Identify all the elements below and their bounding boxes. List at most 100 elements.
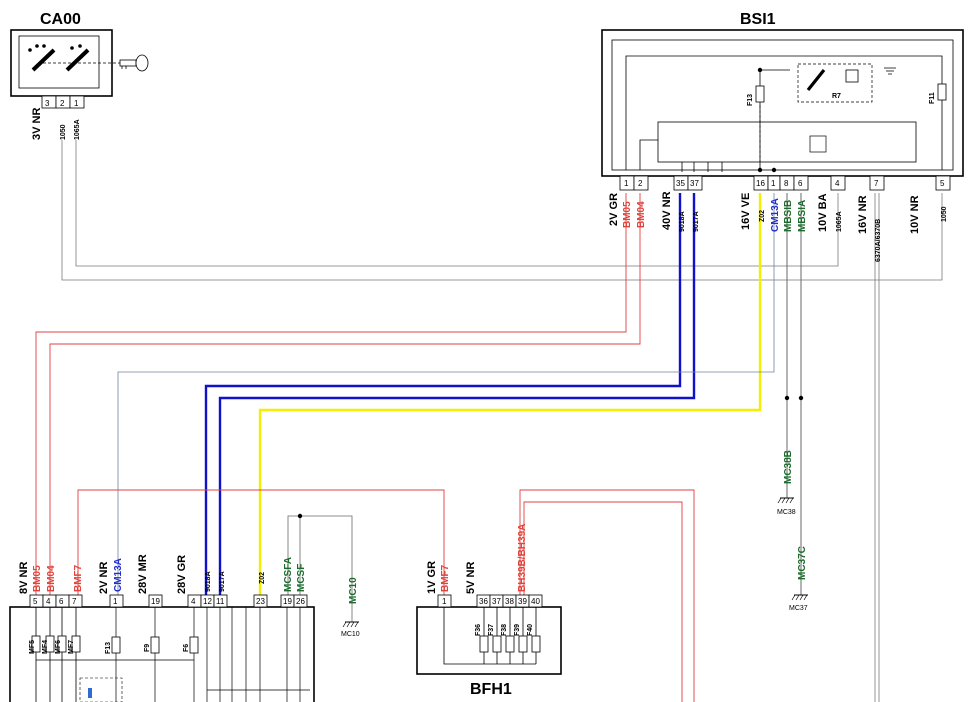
bfh1-fuse-f39: F39 (514, 624, 521, 636)
bl-connector-28v-mr: 28V MR (137, 554, 149, 594)
bl-pin-23: 23 (256, 597, 265, 606)
wire-1065a (75, 140, 839, 267)
ca00-box (10, 29, 113, 97)
bsi1-fuse-f11 (937, 83, 947, 101)
bfh1-pin-37: 37 (492, 597, 501, 606)
bsi1-wire-bm04: BM04 (636, 201, 647, 228)
bl-indicator (88, 688, 92, 698)
bsi1-title: BSI1 (740, 11, 776, 28)
bsi1-wire-bm05: BM05 (622, 201, 633, 228)
bsi1-wire-mbsia: MBSIA (797, 200, 808, 232)
ca00-wire-1050: 1050 (60, 124, 67, 140)
bfh1-fuse-f37: F37 (488, 624, 495, 636)
bl-fuse-f9: F9 (144, 644, 151, 652)
bsi1-chip-icon (809, 135, 827, 153)
bsi1-wire-mbsib: MBSIB (783, 200, 794, 232)
bsi1-pin-2: 2 (638, 179, 643, 188)
bsi1-relay-coil (845, 69, 859, 83)
ca00-switch-b (65, 48, 90, 72)
bl-fuse-f13: F13 (105, 642, 112, 654)
bsi1-wire-z02: Z02 (759, 210, 766, 222)
component-bfh1: BFH1 1 36 37 38 39 40 F36 F37 F38 F39 F4… (416, 524, 562, 698)
junction-mbsib (784, 395, 790, 401)
ground-mc10: MC10 MC10 (341, 577, 360, 638)
bfh1-pin-1: 1 (442, 597, 447, 606)
bfh1-fuse-f36: F36 (475, 624, 482, 636)
bsi1-connector-16v-nr: 16V NR (857, 195, 869, 234)
bfh1-pins: 1 36 37 38 39 40 (437, 594, 543, 608)
ground-mc38: MC38B MC38 (777, 450, 796, 516)
bsi1-wire-1065a: 1065A (836, 211, 843, 232)
ca00-pin-2: 2 (60, 99, 65, 108)
bl-fuse-mf6: MF6 (55, 640, 62, 654)
ca00-title: CA00 (40, 11, 81, 28)
bl-pin-26: 26 (296, 597, 305, 606)
bl-fuse-mf7: MF7 (68, 640, 75, 654)
bsi1-fuse-f13-label: F13 (747, 94, 754, 106)
bsi1-module (657, 121, 917, 163)
ground-mc37-label: MC37 (789, 605, 808, 612)
bsi1-pin-4: 4 (835, 179, 840, 188)
bl-dashed-block (79, 677, 123, 702)
bl-connector-2v-nr: 2V NR (98, 562, 110, 594)
bsi1-pin-5: 5 (940, 179, 945, 188)
wire-cm13a (117, 193, 775, 595)
wire-bh39b (519, 489, 695, 702)
bsi1-pin-7: 7 (874, 179, 879, 188)
bl-pin-19b: 19 (283, 597, 292, 606)
bfh1-pin-38: 38 (505, 597, 514, 606)
wires (35, 140, 943, 702)
bsi1-connector-40v-nr: 40V NR (661, 191, 673, 230)
bl-fuse-mf5: MF5 (29, 640, 36, 654)
bsi1-relay-frame (797, 63, 873, 103)
bsi1-wire-cm13a: CM13A (770, 198, 781, 232)
bsi1-pin-35: 35 (676, 179, 685, 188)
bl-pin-4b: 4 (191, 597, 196, 606)
bl-wire-mcsf: MCSF (296, 564, 307, 592)
bsi1-connector-10v-nr: 10V NR (909, 195, 921, 234)
ca00-pin-1: 1 (74, 99, 79, 108)
wire-z02 (258, 193, 762, 595)
bl-connector-28v-gr: 28V GR (176, 555, 188, 594)
bfh1-pin-39: 39 (518, 597, 527, 606)
bsi1-box (601, 29, 964, 177)
ground-icon-mc10 (342, 621, 359, 628)
key-icon (119, 54, 149, 72)
component-bottom-left: 5 4 6 7 1 19 4 12 11 23 19 26 MF5 MF4 MF… (9, 554, 315, 702)
wire-bm04 (49, 193, 641, 595)
bfh1-fuse-f38: F38 (501, 624, 508, 636)
bl-wire-mcsfa: MCSFA (283, 557, 294, 592)
bfh1-connector-5v-nr: 5V NR (465, 562, 477, 594)
bsi1-pins: 1 2 35 37 16 1 8 6 4 7 5 (619, 175, 951, 191)
bl-connector-8v-nr: 8V NR (18, 562, 30, 594)
ca00-wire-1065a: 1065A (74, 119, 81, 140)
wire-bmf7 (77, 489, 445, 595)
bottom-left-pins: 5 4 6 7 1 19 4 12 11 23 19 26 (29, 594, 308, 608)
ground-icon-mc38 (777, 497, 794, 504)
ground-mc37: MC37C MC37 (789, 546, 808, 612)
bl-pin-1: 1 (113, 597, 118, 606)
wire-1050 (61, 140, 943, 281)
bsi1-pin-6: 6 (798, 179, 803, 188)
bl-wire-9018a: 9018A (205, 571, 212, 592)
bl-pin-12: 12 (203, 597, 212, 606)
ground-mc38-label: MC38 (777, 509, 796, 516)
bfh1-wire-bmf7: BMF7 (440, 564, 451, 592)
ca00-pin-3: 3 (45, 99, 50, 108)
bfh1-wire-bh39b-bh39a: BH39B/BH39A (517, 524, 528, 592)
bsi1-ground-icon (884, 67, 896, 75)
bsi1-fuse-f13 (755, 85, 765, 103)
junction-mbsia (798, 395, 804, 401)
ca00-connector: 3V NR (31, 108, 43, 140)
ca00-switch-frame (18, 35, 100, 89)
bfh1-pin-40: 40 (531, 597, 540, 606)
ground-icon-mc37 (791, 594, 808, 601)
component-bsi1: BSI1 F13 F11 R7 1 2 (601, 11, 964, 262)
bl-pin-19: 19 (151, 597, 160, 606)
ca00-switch-a (31, 48, 56, 72)
bsi1-connector-16v-ve: 16V VE (740, 193, 752, 230)
bl-wire-bm05: BM05 (32, 565, 43, 592)
bl-wire-bmf7: BMF7 (73, 564, 84, 592)
bl-pin-4: 4 (46, 597, 51, 606)
